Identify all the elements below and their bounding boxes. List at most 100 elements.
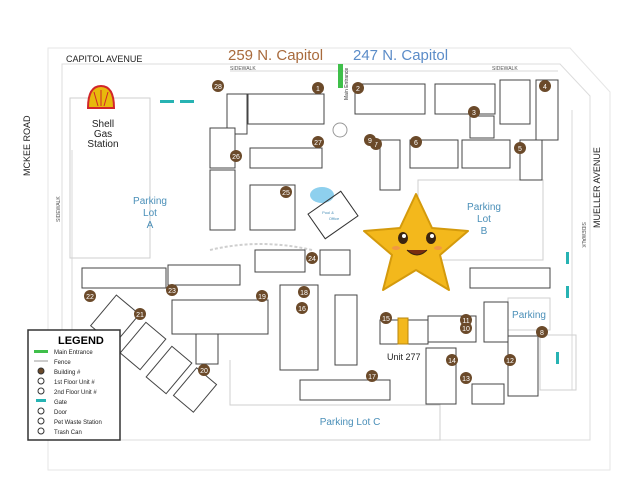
- building-badge-number: 21: [136, 312, 144, 319]
- building-badge-number: 13: [462, 376, 470, 383]
- building-badge-number: 18: [300, 290, 308, 297]
- legend-item: Door: [37, 407, 67, 416]
- address-right: 247 N. Capitol: [353, 47, 448, 64]
- second-floor-icon: [37, 387, 45, 395]
- building-badge-25: 25: [280, 186, 292, 198]
- main-entrance-icon: [34, 350, 48, 353]
- building-badge-number: 27: [314, 140, 322, 147]
- building-badge-number: 14: [448, 358, 456, 365]
- building-badge-circle: [298, 286, 310, 298]
- sidewalk-label-left: SIDEWALK: [56, 196, 62, 222]
- building-badge-circle: [352, 82, 364, 94]
- building-badge-number: 8: [540, 330, 544, 337]
- parking-b-label-3: B: [481, 226, 488, 237]
- building-number-icon: [37, 367, 45, 375]
- address-left: 259 N. Capitol: [228, 47, 323, 64]
- building-badge-28: 28: [212, 80, 224, 92]
- building-badge-15: 15: [380, 312, 392, 324]
- building-badge-circle: [460, 314, 472, 326]
- sidewalk-label-top-left: SIDEWALK: [230, 66, 256, 72]
- legend-item: Gate: [36, 399, 68, 406]
- legend-item-label: Fence: [54, 360, 71, 366]
- building-blocks: [81, 79, 559, 413]
- building-badge-circle: [460, 372, 472, 384]
- parking-b-label-1: Parking: [467, 202, 501, 213]
- building-badge-number: 16: [298, 306, 306, 313]
- building-badge-number: 22: [86, 294, 94, 301]
- building-badge-number: 26: [232, 154, 240, 161]
- building-badge-number: 5: [518, 146, 522, 153]
- legend-item: Main Entrance: [34, 350, 93, 356]
- building-badge-20: 20: [198, 364, 210, 376]
- building-badge-circle: [230, 150, 242, 162]
- building-badge-13: 13: [460, 372, 472, 384]
- building-badge-number: 10: [462, 326, 470, 333]
- main-entrance-label: Main Entrance: [344, 68, 350, 100]
- building-badge-circle: [539, 80, 551, 92]
- building-badge-circle: [536, 326, 548, 338]
- building-badge-circle: [306, 252, 318, 264]
- gate-markers: [160, 100, 569, 364]
- main-entrance-marker: [338, 64, 343, 88]
- building-badge-17: 17: [366, 370, 378, 382]
- building-badge-number: 23: [168, 288, 176, 295]
- gas-station-label-1: Shell: [92, 119, 114, 130]
- building-badge-26: 26: [230, 150, 242, 162]
- legend-item: Pet Waste Station: [37, 417, 102, 426]
- sidewalk-label-top-right: SIDEWALK: [492, 66, 518, 72]
- building-badge-24: 24: [306, 252, 318, 264]
- building-badge-19: 19: [256, 290, 268, 302]
- building-badge-number: 19: [258, 294, 266, 301]
- building-badge-9: 9: [364, 134, 376, 146]
- parking-c-label: Parking Lot C: [320, 417, 381, 428]
- building-badge-number: 9: [368, 138, 372, 145]
- building-badge-22: 22: [84, 290, 96, 302]
- pet-waste-icon: [37, 417, 45, 425]
- building-badge-12: 12: [504, 354, 516, 366]
- building-badge-6: 6: [410, 136, 422, 148]
- building-badge-circle: [312, 136, 324, 148]
- building-badge-number: 3: [472, 110, 476, 117]
- gate-icon: [36, 399, 46, 402]
- building-badge-number: 6: [414, 140, 418, 147]
- building-badge-number: 12: [506, 358, 514, 365]
- building-badge-circle: [364, 134, 376, 146]
- building-badge-5: 5: [514, 142, 526, 154]
- legend-item-label: 2nd Floor Unit #: [54, 390, 97, 396]
- building-badge-11: 11: [460, 314, 472, 326]
- building-badge-14: 14: [446, 354, 458, 366]
- building-badge-number: 20: [200, 368, 208, 375]
- building-badge-4: 4: [539, 80, 551, 92]
- pool-label-1: Pool &: [322, 210, 334, 215]
- street-label-capitol: CAPITOL AVENUE: [66, 54, 142, 64]
- building-badge-circle: [212, 80, 224, 92]
- building-badge-number: 28: [214, 84, 222, 91]
- building-badge-number: 15: [382, 316, 390, 323]
- legend-item-label: Main Entrance: [54, 350, 93, 356]
- building-badge-3: 3: [468, 106, 480, 118]
- gas-station-label-3: Station: [87, 139, 118, 150]
- legend-item-label: Trash Can: [54, 430, 82, 436]
- building-badge-16: 16: [296, 302, 308, 314]
- building-badge-number: 24: [308, 256, 316, 263]
- building-badge-circle: [514, 142, 526, 154]
- building-badge-number: 2: [356, 86, 360, 93]
- building-badge-21: 21: [134, 308, 146, 320]
- legend-item-label: Door: [54, 410, 67, 416]
- legend-item-label: Pet Waste Station: [54, 420, 102, 426]
- parking-small-label: Parking: [512, 310, 546, 321]
- parking-a-label-2: Lot: [143, 208, 157, 219]
- shell-logo: [86, 84, 116, 109]
- pool: [310, 187, 334, 203]
- trash-can-icon: [37, 427, 45, 435]
- building-badge-circle: [166, 284, 178, 296]
- legend-title: LEGEND: [58, 335, 104, 347]
- parking-b-label-2: Lot: [477, 214, 491, 225]
- building-badge-27: 27: [312, 136, 324, 148]
- building-badge-circle: [134, 308, 146, 320]
- building-badge-23: 23: [166, 284, 178, 296]
- street-label-mueller: MUELLER AVENUE: [592, 147, 602, 228]
- gas-station-label-2: Gas: [94, 129, 112, 140]
- building-badge-circle: [380, 312, 392, 324]
- legend-item-label: 1st Floor Unit #: [54, 380, 95, 386]
